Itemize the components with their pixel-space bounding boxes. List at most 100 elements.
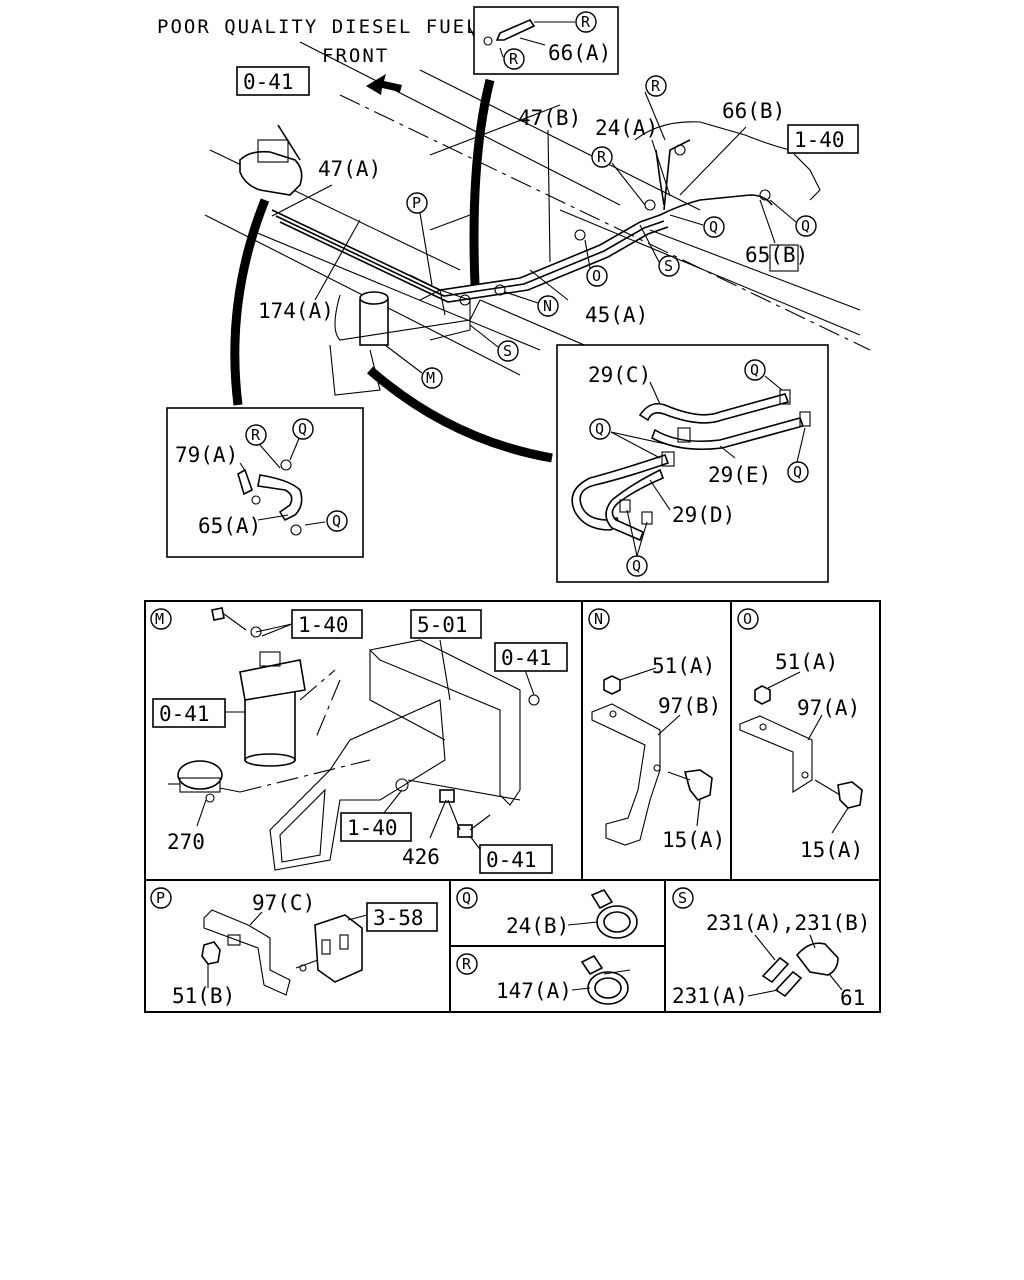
inset-right-hoses-drawing (571, 375, 811, 557)
callout-q-letter: Q (801, 217, 810, 235)
part-label-174a: 174(A) (258, 299, 334, 323)
part-label-231ab: 231(A),231(B) (706, 911, 870, 935)
panel-n: N (588, 608, 713, 846)
part-label-61: 61 (840, 986, 865, 1010)
part-label-97c: 97(C) (252, 891, 315, 915)
panel-o-letter: O (743, 610, 752, 628)
panel-p: P (150, 887, 368, 996)
callout-r-letter: R (651, 77, 661, 95)
part-label-29d: 29(D) (672, 503, 735, 527)
panel-q: Q (456, 887, 638, 939)
panel-o: O (737, 608, 863, 834)
part-label-65a: 65(A) (198, 514, 261, 538)
callout-r-letter: R (597, 148, 607, 166)
callout-r-letter: R (509, 50, 519, 68)
callout-q-circle (589, 418, 611, 440)
callout-curve-left (230, 198, 270, 406)
ref-label-0-41: 0-41 (501, 646, 552, 670)
callout-q-circle (326, 510, 348, 532)
ref-box-5-01 (410, 609, 482, 639)
ref-box-3-58 (366, 902, 438, 932)
panel-p-letter: P (156, 889, 165, 907)
callout-q-circle (744, 359, 766, 381)
part-label-231a: 231(A) (672, 984, 748, 1008)
callout-curve-right (367, 366, 553, 463)
part-label-47b: 47(B) (518, 106, 581, 130)
callout-q-letter: Q (750, 361, 759, 379)
ref-label-1-40: 1-40 (347, 816, 398, 840)
panel-n-letter: N (594, 610, 603, 628)
callout-q-letter: Q (709, 218, 718, 236)
callout-r-letter: R (251, 426, 261, 444)
detail-panels-frame (144, 600, 881, 1013)
callout-s-letter: S (664, 257, 673, 275)
part-label-51a-o: 51(A) (775, 650, 838, 674)
part-label-147a: 147(A) (496, 979, 572, 1003)
main-overview-drawing (204, 27, 871, 396)
ref-label-0-41: 0-41 (159, 702, 210, 726)
callout-p-letter: P (412, 194, 421, 212)
ref-box-0-41 (236, 66, 310, 96)
part-label-79a: 79(A) (175, 443, 238, 467)
part-label-47a: 47(A) (318, 157, 381, 181)
part-label-270: 270 (167, 830, 205, 854)
panel-s-letter: S (678, 889, 687, 907)
part-label-24a: 24(A) (595, 116, 658, 140)
part-label-45a: 45(A) (585, 303, 648, 327)
ref-box-0-41 (152, 698, 226, 728)
part-label-51a: 51(A) (652, 654, 715, 678)
part-label-29e: 29(E) (708, 463, 771, 487)
callout-r-circle (575, 11, 597, 33)
ref-box-1-40 (787, 124, 859, 154)
ref-label-5-01: 5-01 (417, 613, 468, 637)
part-label-66b: 66(B) (722, 99, 785, 123)
panel-r-letter: R (462, 955, 472, 973)
part-label-97b: 97(B) (658, 694, 721, 718)
callout-n-letter: N (543, 297, 552, 315)
ref-box-1-40 (340, 812, 412, 842)
callout-q-letter: Q (298, 420, 307, 438)
part-label-426: 426 (402, 845, 440, 869)
ref-label-1-40: 1-40 (298, 613, 349, 637)
front-label: FRONT (322, 45, 389, 67)
panel-q-letter: Q (462, 889, 471, 907)
callout-q-circle (292, 418, 314, 440)
part-label-66a: 66(A) (548, 41, 611, 65)
callout-q-letter: Q (632, 557, 641, 575)
panel-s: S (672, 887, 843, 998)
ref-box-0-41 (479, 844, 553, 874)
callout-r-circle (503, 48, 525, 70)
callout-q-letter: Q (793, 463, 802, 481)
callout-m-letter: M (426, 369, 435, 387)
callout-q-letter: Q (595, 420, 604, 438)
ref-box-0-41 (494, 642, 568, 672)
callout-curve-top (469, 78, 495, 286)
callout-q-circle (626, 555, 648, 577)
callout-q-circle (787, 461, 809, 483)
panel-r: R (456, 953, 631, 1005)
part-label-15a: 15(A) (662, 828, 725, 852)
hose-66a-drawing (483, 19, 575, 58)
diagram-title: POOR QUALITY DIESEL FUEL (157, 16, 480, 38)
ref-label-1-40: 1-40 (794, 128, 845, 152)
panel-m: M (150, 607, 540, 871)
ref-box-1-40 (291, 609, 363, 639)
inset-box-right (556, 344, 829, 583)
callout-r-circle (245, 424, 267, 446)
part-label-15a-o: 15(A) (800, 838, 863, 862)
part-label-29c: 29(C) (588, 363, 651, 387)
panel-m-letter: M (155, 610, 164, 628)
inset-left-hose-drawing (237, 435, 326, 536)
ref-label-0-41: 0-41 (486, 848, 537, 872)
part-label-97a: 97(A) (797, 696, 860, 720)
callout-s-letter: S (503, 342, 512, 360)
ref-label-0-41: 0-41 (243, 70, 294, 94)
ref-label-3-58: 3-58 (373, 906, 424, 930)
part-label-24b: 24(B) (506, 914, 569, 938)
part-label-65b: 65(B) (745, 243, 808, 267)
callout-o-letter: O (592, 267, 601, 285)
callout-q-letter: Q (332, 512, 341, 530)
part-label-51b: 51(B) (172, 984, 235, 1008)
main-callouts: R R Q Q P S O N S M (384, 75, 817, 389)
